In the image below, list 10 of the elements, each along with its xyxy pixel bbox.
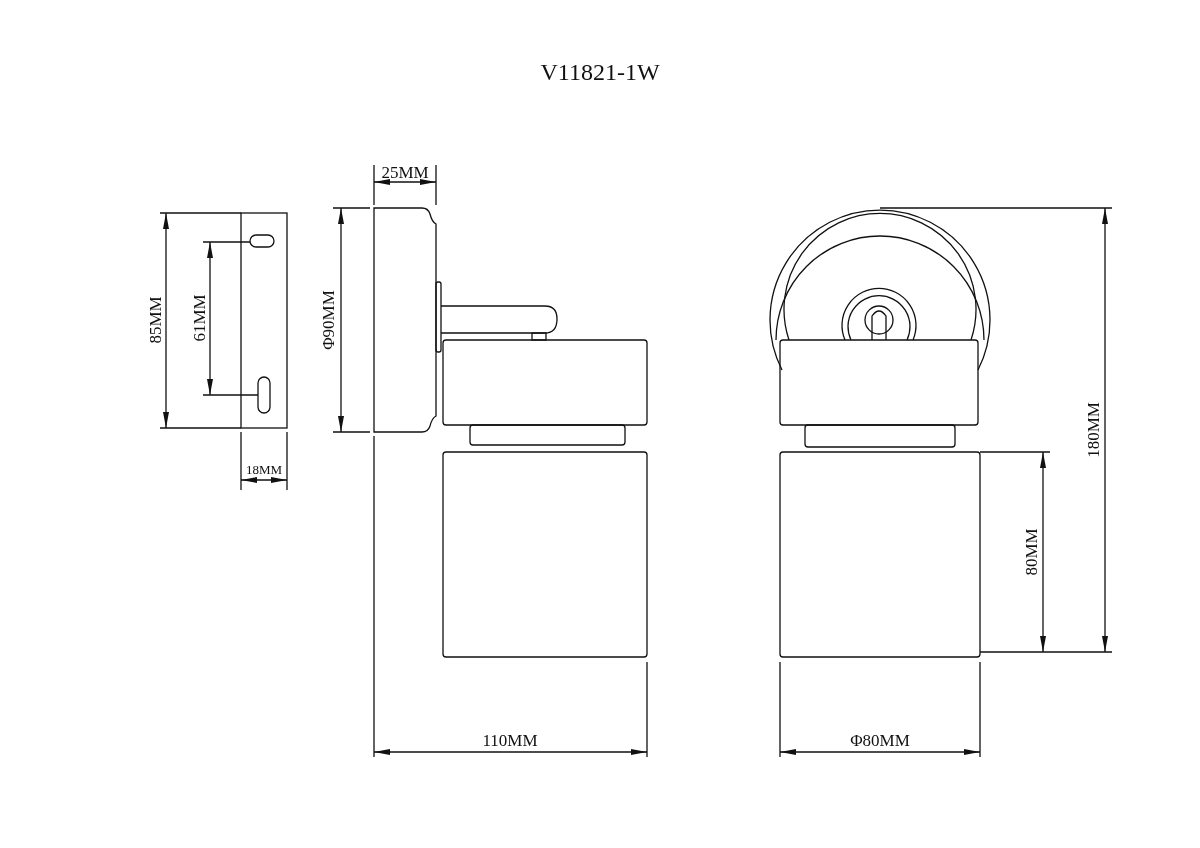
dimension-label: Φ90MM	[319, 290, 337, 350]
dimension-label: 110MM	[482, 731, 538, 749]
dimension-label: 180MM	[1084, 402, 1102, 458]
drawing-title: V11821-1W	[540, 58, 660, 86]
dimension-label: 25MM	[381, 163, 429, 181]
dimension-label: 80MM	[1022, 528, 1040, 576]
dimension-label: 61MM	[190, 294, 208, 342]
dimension-label: 85MM	[146, 296, 164, 344]
dimension-label: 18MM	[245, 462, 283, 476]
dimension-label: Φ80MM	[850, 731, 910, 749]
